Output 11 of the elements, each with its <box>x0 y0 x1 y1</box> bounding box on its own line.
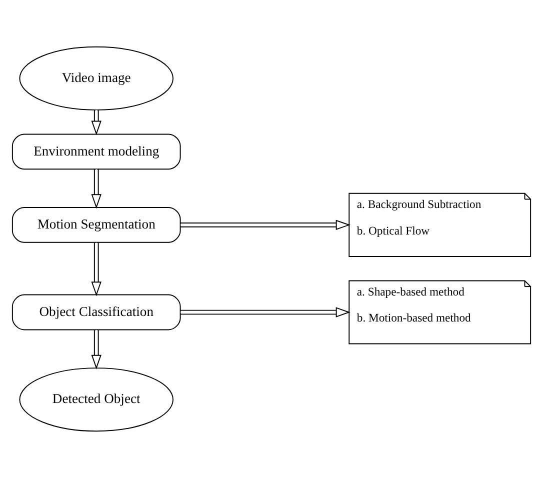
arrow <box>91 242 102 296</box>
node-box: Environment modeling <box>12 133 181 170</box>
node-ellipse: Video image <box>19 46 174 110</box>
arrow <box>91 109 102 135</box>
arrow <box>91 329 102 369</box>
arrow <box>180 219 350 230</box>
node-ellipse: Detected Object <box>19 367 174 432</box>
node-box: Motion Segmentation <box>12 206 181 242</box>
node-box: Object Classification <box>12 294 181 330</box>
arrow <box>91 168 102 208</box>
arrow <box>180 306 350 317</box>
